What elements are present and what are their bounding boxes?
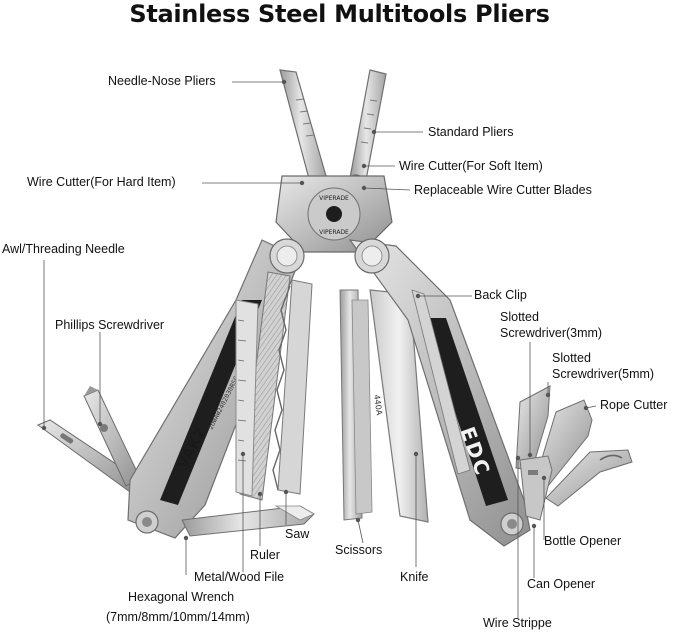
rope-cutter	[545, 449, 633, 507]
label-wire-stripper: Wire Strippe	[483, 616, 552, 630]
back-clip	[411, 289, 471, 475]
label-metal-wood-file: Metal/Wood File	[194, 570, 285, 584]
label-phillips-screwdriver: Phillips Screwdriver	[55, 318, 165, 332]
label-ruler: Ruler	[250, 548, 280, 562]
label-hexagonal-wrench-line2: (7mm/8mm/10mm/14mm)	[106, 610, 250, 624]
label-hexagonal-wrench-line1: Hexagonal Wrench	[128, 590, 235, 604]
saw-blade	[272, 279, 313, 495]
label-slotted-5mm-line2: Screwdriver(5mm)	[552, 367, 655, 381]
diagram-title: Stainless Steel Multitools Pliers	[129, 0, 550, 28]
leader-lines	[43, 81, 597, 618]
label-slotted-3mm-line2: Screwdriver(3mm)	[500, 326, 603, 340]
label-can-opener: Can Opener	[527, 577, 596, 591]
label-awl-threading-needle: Awl/Threading Needle	[2, 242, 125, 256]
scissors	[339, 289, 373, 521]
leader-dots	[41, 79, 589, 541]
label-rope-cutter: Rope Cutter	[600, 398, 668, 412]
label-scissors: Scissors	[335, 543, 383, 557]
label-needle-nose-pliers: Needle-Nose Pliers	[108, 74, 216, 88]
bottle-can-opener	[519, 455, 553, 521]
ruler-blade	[235, 299, 259, 497]
hexagonal-wrench	[135, 505, 315, 537]
label-knife: Knife	[400, 570, 429, 584]
label-wire-cutter-soft: Wire Cutter(For Soft Item)	[399, 159, 543, 173]
brand-engraving-top: VIPERADE	[319, 195, 349, 202]
label-standard-pliers: Standard Pliers	[428, 125, 514, 139]
pliers-jaws: VIPERADE VIPERADE	[275, 69, 393, 253]
phillips-screwdriver	[83, 386, 141, 487]
brand-engraving-bottom: VIPERADE	[319, 229, 349, 236]
label-saw: Saw	[285, 527, 310, 541]
label-slotted-3mm-line1: Slotted	[500, 310, 539, 324]
steel-engraving: 440A	[372, 394, 384, 416]
pivot-screws	[269, 238, 390, 274]
right-handle: EDC	[348, 239, 531, 547]
label-wire-cutter-hard: Wire Cutter(For Hard Item)	[27, 175, 176, 189]
label-back-clip: Back Clip	[474, 288, 527, 302]
label-slotted-5mm-line1: Slotted	[552, 351, 591, 365]
label-replaceable-blades: Replaceable Wire Cutter Blades	[414, 183, 592, 197]
label-bottle-opener: Bottle Opener	[544, 534, 622, 548]
